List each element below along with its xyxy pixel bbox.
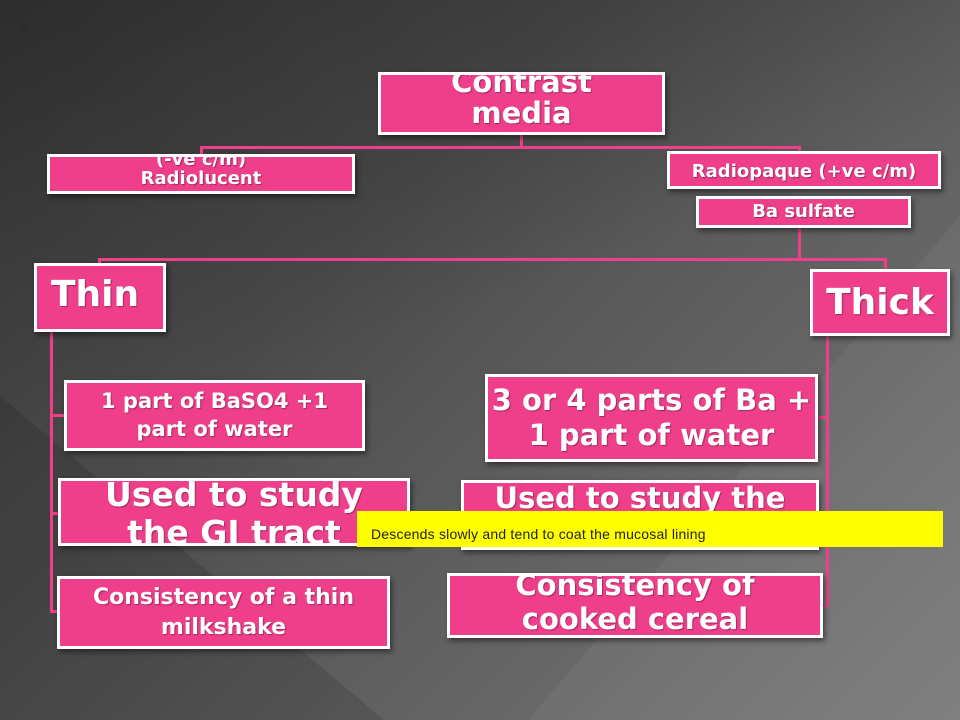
- connector-line: [98, 258, 886, 261]
- node-thick-label: Thick: [826, 281, 934, 323]
- connector-line: [826, 336, 829, 606]
- node-thin-ratio-label: 1 part of BaSO4 +1 part of water: [101, 389, 328, 441]
- callout-highlight: [357, 511, 943, 547]
- node-radiolucent-label: (-ve c/m) Radiolucent: [140, 154, 262, 189]
- node-thick-consistency-label: Consistency of cooked cereal: [515, 573, 755, 636]
- node-thin-consistency: Consistency of a thin milkshake: [57, 576, 390, 649]
- node-thick-ratio: 3 or 4 parts of Ba + 1 part of water: [485, 374, 818, 462]
- connector-line: [822, 604, 828, 607]
- connector-line: [50, 610, 60, 613]
- node-ba-sulfate: Ba sulfate: [696, 196, 911, 228]
- callout-text: Descends slowly and tend to coat the muc…: [371, 526, 706, 542]
- node-thin-consistency-line2: milkshake: [160, 614, 287, 640]
- node-thick: Thick: [810, 269, 950, 336]
- connector-line: [50, 414, 66, 417]
- node-thin-label: Thin: [51, 274, 140, 315]
- connector-line: [200, 146, 203, 158]
- connector-line: [50, 512, 60, 515]
- node-thick-use-label: Used to study the: [494, 481, 786, 515]
- connector-line: [200, 146, 800, 149]
- connector-line: [798, 226, 801, 260]
- node-thick-consistency: Consistency of cooked cereal: [447, 573, 823, 638]
- node-radiopaque-label: Radiopaque (+ve c/m): [691, 160, 917, 182]
- connector-line: [50, 330, 53, 613]
- root-node-contrast-media: Contrast media: [378, 72, 665, 135]
- node-thin-use: Used to study the GI tract: [58, 478, 410, 546]
- node-thin: Thin: [34, 263, 166, 332]
- connector-line: [884, 258, 887, 272]
- connector-line: [98, 258, 101, 266]
- connector-line: [818, 416, 828, 419]
- node-thin-ratio: 1 part of BaSO4 +1 part of water: [64, 380, 365, 451]
- slide-corner-arrow-icon: [18, 18, 31, 36]
- node-thin-consistency-line1: Consistency of a thin: [92, 584, 355, 610]
- node-radiolucent: (-ve c/m) Radiolucent: [47, 154, 355, 194]
- node-thick-ratio-label: 3 or 4 parts of Ba + 1 part of water: [491, 383, 812, 452]
- node-radiopaque: Radiopaque (+ve c/m): [667, 151, 941, 189]
- root-node-label: Contrast media: [451, 72, 592, 130]
- connector-line: [520, 134, 523, 148]
- node-ba-sulfate-label: Ba sulfate: [752, 200, 855, 222]
- node-thin-use-label: Used to study the GI tract: [105, 478, 363, 546]
